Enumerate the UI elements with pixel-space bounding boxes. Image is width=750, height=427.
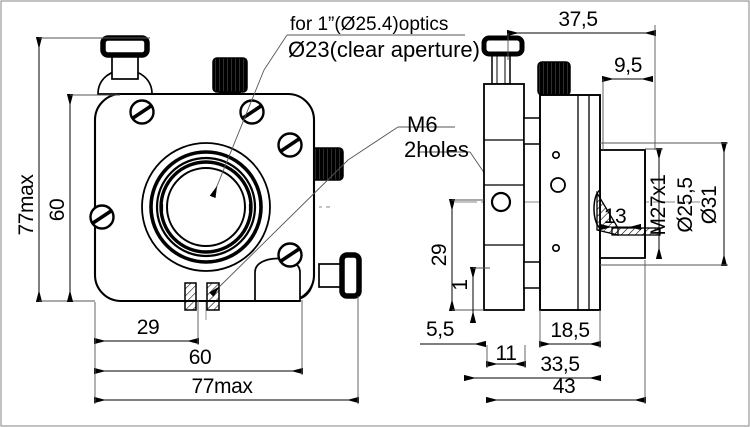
dim-side-top-overall: 37,5 — [507, 8, 656, 150]
dim-label-13: 13 — [604, 205, 627, 228]
note-optics-line2: Ø23(clear aperture) — [288, 37, 480, 62]
dim-front-height-max: 77max — [15, 37, 150, 302]
note-m6-line2: 2holes — [404, 137, 469, 162]
side-hole-mid — [550, 177, 566, 193]
dim-side-vertical-small: 1 — [449, 267, 490, 323]
dim-label-29: 29 — [137, 316, 160, 339]
side-top-thumbscrew — [481, 35, 525, 85]
dim-front-width-max: 77max — [94, 296, 359, 404]
side-lower-tab — [523, 261, 541, 289]
annotation-optics: for 1”(Ø25.4)optics Ø23(clear aperture) — [209, 14, 480, 199]
dim-front-width-body: 60 — [94, 300, 303, 375]
dim-side-vertical-center: 29 — [428, 199, 484, 311]
slotted-screw — [89, 204, 115, 230]
front-body-outline — [93, 92, 316, 303]
slotted-screw — [277, 132, 303, 158]
dim-label-5-5: 5,5 — [426, 318, 454, 341]
side-small-hole-top — [551, 151, 560, 160]
note-optics-line1: for 1”(Ø25.4)optics — [290, 14, 448, 35]
dim-label-60-vertical: 60 — [46, 199, 69, 222]
dim-side-base-total: 43 — [486, 260, 646, 404]
side-view: 37,5 9,5 13 29 1 M27 — [420, 8, 728, 404]
dim-label-18-5: 18,5 — [550, 319, 589, 342]
dim-label-1: 1 — [449, 279, 472, 290]
slotted-screw — [129, 99, 155, 125]
dim-label-33-5: 33,5 — [540, 353, 579, 376]
front-slotted-screws — [89, 99, 303, 268]
dim-side-thread: M27x1 — [645, 148, 670, 259]
front-top-knurled-knob — [212, 57, 248, 97]
dim-label-m27x1: M27x1 — [647, 174, 670, 235]
dim-side-base-left: 5,5 — [420, 318, 486, 348]
dim-label-77max-horizontal: 77max — [191, 375, 253, 398]
slotted-screw — [277, 242, 303, 268]
note-m6-line1: M6 — [407, 112, 438, 137]
dim-side-base-sub: 33,5 — [464, 353, 601, 382]
dim-side-flange: 9,5 — [602, 54, 653, 150]
dim-label-77max-vertical: 77max — [15, 174, 38, 236]
dim-label-43: 43 — [553, 375, 576, 398]
side-small-hole-bottom — [551, 244, 560, 253]
dim-side-base-mid: 18,5 — [539, 310, 601, 348]
dim-side-outer: Ø31 — [600, 142, 728, 266]
side-m6-hole — [490, 191, 512, 213]
dim-side-bore: Ø25,5 — [674, 177, 697, 232]
dim-label-dia-25-5: Ø25,5 — [674, 177, 697, 232]
dim-label-37-5: 37,5 — [558, 8, 597, 31]
side-knurled-knob — [537, 61, 571, 99]
dim-label-11: 11 — [496, 342, 517, 365]
dim-label-9-5: 9,5 — [614, 54, 642, 77]
dim-label-dia-31: Ø31 — [698, 186, 721, 225]
dim-side-base-slot: 11 — [486, 342, 526, 368]
dim-label-60-horizontal: 60 — [189, 346, 212, 369]
side-upper-tab — [523, 117, 541, 145]
annotation-m6: M6 2holes — [209, 112, 504, 297]
slotted-screw — [239, 99, 265, 125]
front-view: 77max 60 29 60 77max — [15, 35, 362, 404]
dim-side-barrel-length: 13 — [600, 205, 641, 231]
front-bore-ticks — [160, 204, 252, 211]
dim-front-height-body: 60 — [46, 94, 120, 302]
dim-label-29-vertical: 29 — [428, 244, 451, 267]
dim-front-width-offset: 29 — [94, 300, 199, 345]
front-top-thumbscrew — [97, 35, 153, 95]
side-main-body — [539, 94, 601, 311]
